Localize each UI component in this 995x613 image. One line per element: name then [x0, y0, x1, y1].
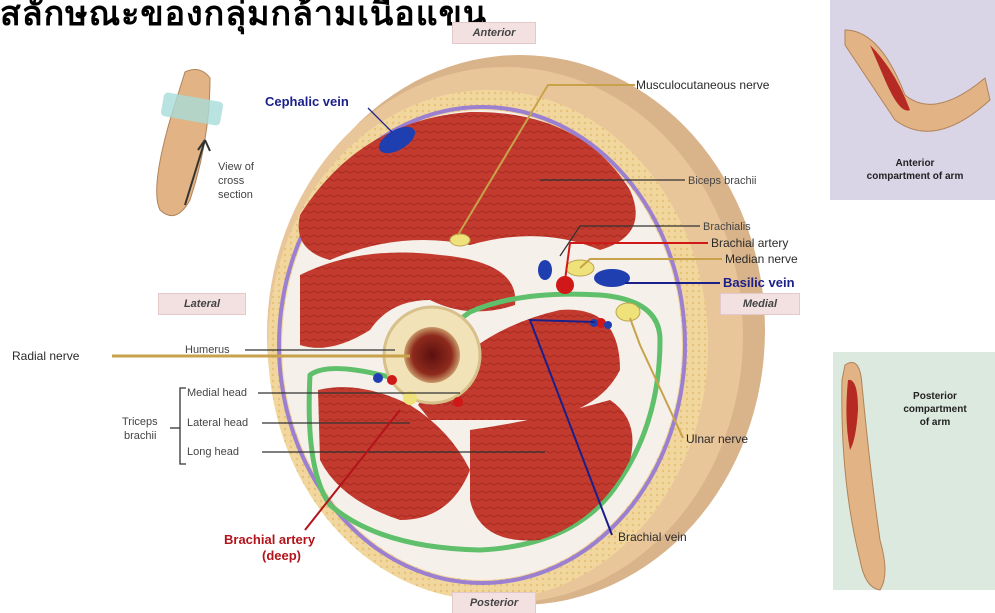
musculocutaneous-nerve-label: Musculocutaneous nerve [636, 78, 769, 92]
ulnar-nerve-vessel [616, 303, 640, 321]
long-head-label: Long head [187, 445, 239, 459]
view-note-line2: cross [218, 174, 244, 188]
medial-head-label: Medial head [187, 386, 247, 400]
brachial-artery-deep-label-2: (deep) [262, 549, 301, 563]
view-note-line3: section [218, 188, 253, 202]
biceps-brachii-label: Biceps brachii [688, 174, 756, 188]
anterior-compartment-caption-1: Anterior [835, 158, 995, 170]
posterior-tag: Posterior [452, 592, 536, 613]
brachial-artery-label: Brachial artery [711, 236, 788, 250]
arm-orientation-illustration [157, 70, 224, 216]
lateral-tag: Lateral [158, 293, 246, 315]
basilic-vein [594, 269, 630, 287]
anterior-compartment-caption-2: compartment of arm [835, 171, 995, 183]
triceps-label-1: Triceps [122, 415, 158, 429]
view-note-line1: View of [218, 160, 254, 174]
brachialis-label: Brachialis [703, 220, 751, 234]
posterior-compartment-caption-1: Posterior [880, 391, 990, 403]
median-nerve-label: Median nerve [725, 252, 798, 266]
posterior-compartment-panel [833, 352, 995, 590]
humerus-label: Humerus [185, 343, 230, 357]
anterior-tag: Anterior [452, 22, 536, 44]
posterior-compartment-caption-3: of arm [880, 417, 990, 429]
cephalic-vein-label: Cephalic vein [265, 95, 349, 109]
brachial-artery-deep-label-1: Brachial artery [224, 533, 315, 547]
triceps-label-2: brachii [124, 429, 156, 443]
lateral-head-label: Lateral head [187, 416, 248, 430]
radial-nerve-label: Radial nerve [12, 349, 79, 363]
medial-tag: Medial [720, 293, 800, 315]
basilic-vein-label: Basilic vein [723, 276, 795, 290]
brachial-vein-label: Brachial vein [618, 530, 687, 544]
ulnar-nerve-label: Ulnar nerve [686, 432, 748, 446]
posterior-compartment-caption-2: compartment [880, 404, 990, 416]
anterior-compartment-panel [830, 0, 995, 200]
